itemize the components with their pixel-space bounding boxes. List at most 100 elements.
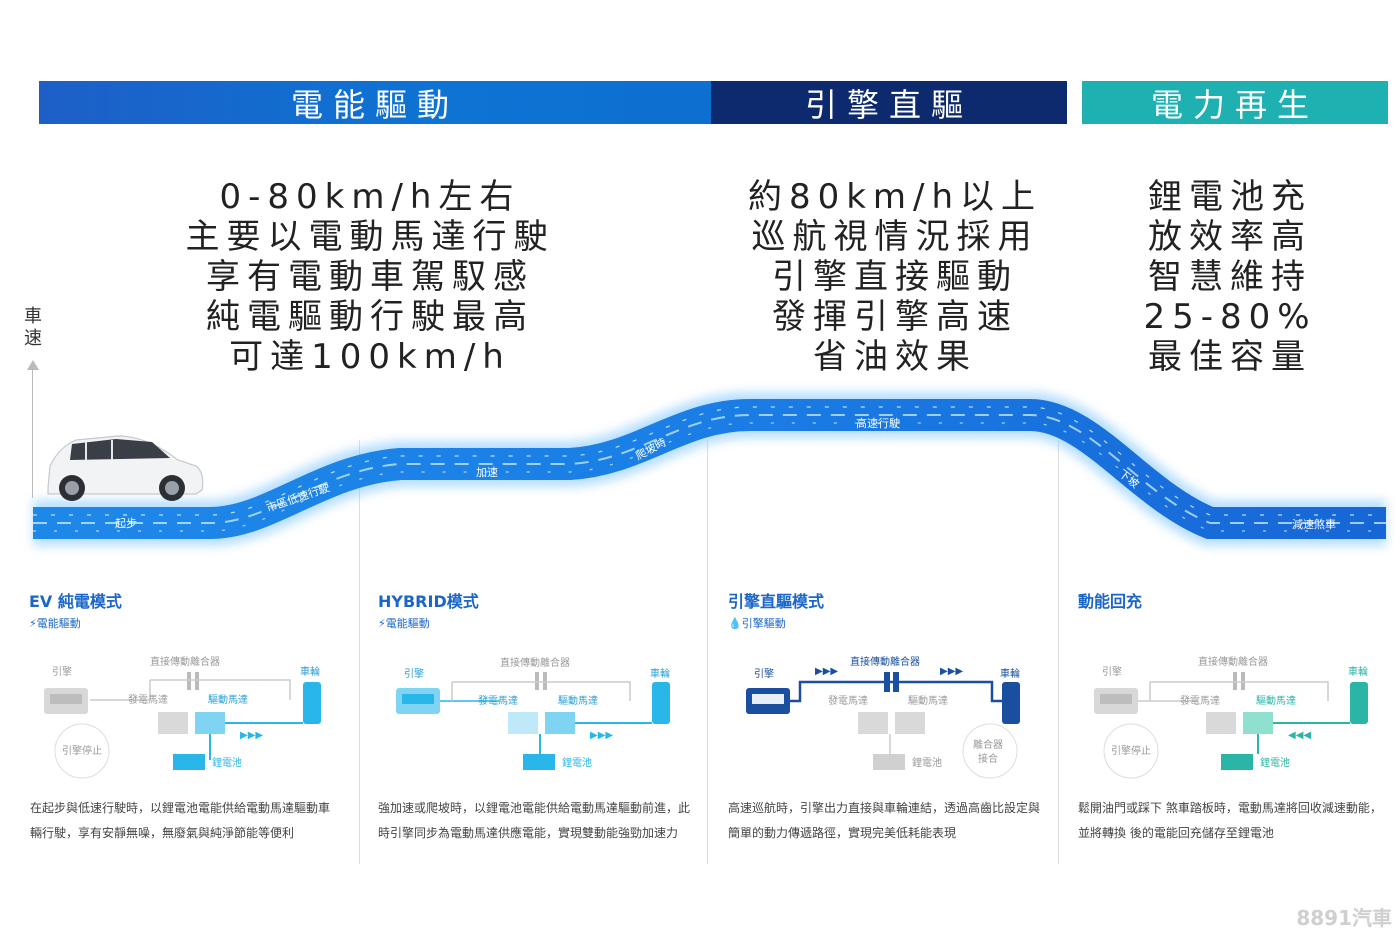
mode-ev: EV 純電模式 ⚡電能驅動	[29, 588, 122, 631]
description-line: 約80km/h以上	[747, 177, 1043, 217]
description-line: 享有電動車駕馭感	[206, 257, 534, 297]
mode-text-hybrid: 強加速或爬坡時，以鋰電池電能供給電動馬達驅動前進，此時引擎同步為電動馬達供應電能…	[378, 801, 691, 840]
wheel-icon	[1350, 682, 1368, 724]
schematic-regen: 引擎 直接傳動離合器 車輪 發電馬達 驅動馬達 ◀◀◀ 鋰電池 引擎停止	[1094, 655, 1368, 779]
description-engine: 約80km/h以上 巡航視情況採用 引擎直接驅動 發揮引擎高速 省油效果	[720, 177, 1070, 377]
description-line: 引擎直接驅動	[772, 257, 1018, 297]
battery-icon	[173, 754, 205, 770]
label-battery: 鋰電池	[912, 756, 942, 769]
drive-motor-icon	[195, 712, 225, 734]
clutch-icon	[1233, 672, 1237, 690]
description-line: 放效率高	[1148, 217, 1312, 257]
label-wheel: 車輪	[1348, 665, 1368, 678]
drive-motor-icon	[1243, 712, 1273, 734]
header-regen: 電力再生	[1082, 81, 1388, 124]
road-label-highway: 高速行駛	[856, 416, 900, 430]
generator-icon	[1206, 712, 1236, 734]
label-wheel: 車輪	[1000, 667, 1020, 680]
mode-subtitle: ⚡電能驅動	[29, 615, 122, 631]
mode-text-ev: 在起步與低速行駛時，以鋰電池電能供給電動馬達驅動車輛行駛，享有安靜無噪，無廢氣與…	[30, 801, 331, 840]
label-engine-stop: 引擎停止	[1111, 744, 1151, 757]
clutch-icon	[187, 672, 191, 690]
battery-icon	[523, 754, 555, 770]
description-line: 0-80km/h左右	[219, 177, 521, 217]
mode-regen: 動能回充	[1078, 588, 1142, 612]
label-engine: 引擎	[754, 667, 774, 680]
svg-text:▶▶▶: ▶▶▶	[590, 730, 613, 741]
clutch-engaged-badge	[962, 723, 1018, 779]
schematic-hybrid: 引擎 直接傳動離合器 車輪 發電馬達 驅動馬達 ▶▶▶ 鋰電池	[396, 656, 670, 770]
label-clutch: 直接傳動離合器	[500, 656, 570, 669]
speed-road-diagram: 起步 市區低速行駛 加速 爬坡時 高速行駛 下坡 減速煞車	[33, 392, 1386, 546]
label-drive-motor: 驅動馬達	[908, 694, 948, 707]
description-line: 發揮引擎高速	[772, 297, 1018, 337]
mode-text-regen: 鬆開油門或踩下 煞車踏板時，電動馬達將回收減速動能，並將轉換 後的電能回充儲存至…	[1078, 801, 1382, 840]
label-clutch: 直接傳動離合器	[150, 655, 220, 668]
header-engine-label: 引擎直驅	[804, 85, 973, 124]
mode-title: EV 純電模式	[29, 592, 122, 611]
schematic-engine: 引擎 直接傳動離合器 車輪 ▶▶▶ ▶▶▶ 發電馬達 驅動馬達 鋰電池 離合器 …	[746, 655, 1020, 779]
mode-title: 引擎直驅模式	[728, 592, 825, 611]
speed-axis-label: 車速	[24, 306, 42, 349]
label-engine: 引擎	[1102, 665, 1122, 678]
label-clutch-engaged: 離合器	[973, 738, 1003, 751]
description-line: 智慧維持	[1148, 257, 1312, 297]
axis-arrow-icon	[27, 360, 39, 370]
section-divider	[707, 440, 708, 864]
battery-icon	[873, 754, 905, 770]
wheel-icon	[303, 682, 321, 724]
label-drive-motor: 驅動馬達	[558, 694, 598, 707]
speed-axis-line	[32, 366, 33, 498]
label-wheel: 車輪	[650, 667, 670, 680]
engine-stop-badge	[54, 723, 110, 779]
label-engine-stop: 引擎停止	[62, 744, 102, 757]
wheel-icon	[1002, 682, 1020, 724]
svg-text:▶▶▶: ▶▶▶	[815, 666, 838, 677]
header-ev-drive: 電能驅動	[39, 81, 711, 124]
wheel-icon	[652, 682, 670, 724]
label-wheel: 車輪	[300, 665, 320, 678]
clutch-icon	[884, 672, 890, 692]
lightning-icon: ⚡	[29, 617, 37, 630]
road-label-start: 起步	[115, 517, 137, 530]
label-clutch-engaged: 接合	[978, 752, 998, 765]
mode-text-engine: 高速巡航時，引擎出力直接與車輪連結，透過高齒比設定與簡單的動力傳遞路徑，實現完美…	[728, 801, 1041, 840]
description-line: 純電驅動行駛最高	[206, 297, 534, 337]
label-clutch: 直接傳動離合器	[1198, 655, 1268, 668]
svg-text:▶▶▶: ▶▶▶	[940, 666, 963, 677]
mode-subtitle: ⚡電能驅動	[378, 615, 479, 631]
fuel-drop-icon: 💧	[728, 617, 742, 630]
mode-title: HYBRID模式	[378, 592, 479, 611]
description-line: 主要以電動馬達行駛	[185, 217, 555, 257]
description-line: 鋰電池充	[1148, 177, 1312, 217]
description-line: 巡航視情況採用	[751, 217, 1039, 257]
label-clutch: 直接傳動離合器	[850, 655, 920, 668]
battery-icon	[1221, 754, 1253, 770]
label-drive-motor: 驅動馬達	[1256, 694, 1296, 707]
mode-hybrid: HYBRID模式 ⚡電能驅動	[378, 588, 479, 631]
description-regen: 鋰電池充 放效率高 智慧維持 25-80% 最佳容量	[1130, 177, 1330, 377]
header-engine-drive: 引擎直驅	[711, 81, 1067, 124]
mode-title: 動能回充	[1078, 592, 1143, 611]
clutch-icon	[535, 672, 539, 690]
drive-motor-icon	[545, 712, 575, 734]
description-line: 省油效果	[813, 337, 977, 377]
label-battery: 鋰電池	[212, 756, 242, 769]
schematic-ev: 引擎 直接傳動離合器 車輪 發電馬達 驅動馬達 ▶▶▶ 鋰電池 引擎停止	[44, 655, 321, 779]
label-engine: 引擎	[52, 665, 72, 678]
generator-icon	[158, 712, 188, 734]
road-label-decel: 減速煞車	[1292, 517, 1336, 531]
svg-text:▶▶▶: ▶▶▶	[240, 730, 263, 741]
description-line: 25-80%	[1143, 297, 1317, 337]
description-ev: 0-80km/h左右 主要以電動馬達行駛 享有電動車駕馭感 純電驅動行駛最高 可…	[150, 177, 590, 377]
description-line: 最佳容量	[1148, 337, 1312, 377]
description-line: 可達100km/h	[229, 337, 511, 377]
watermark-logo: 8891汽車	[1296, 906, 1392, 930]
header-ev-label: 電能驅動	[290, 85, 459, 124]
label-generator: 發電馬達	[1180, 694, 1220, 707]
header-regen-label: 電力再生	[1150, 85, 1319, 124]
generator-icon	[508, 712, 538, 734]
label-generator: 發電馬達	[478, 694, 518, 707]
road-light-streak	[33, 414, 1386, 524]
mode-subtitle: 💧引擎驅動	[728, 615, 824, 631]
